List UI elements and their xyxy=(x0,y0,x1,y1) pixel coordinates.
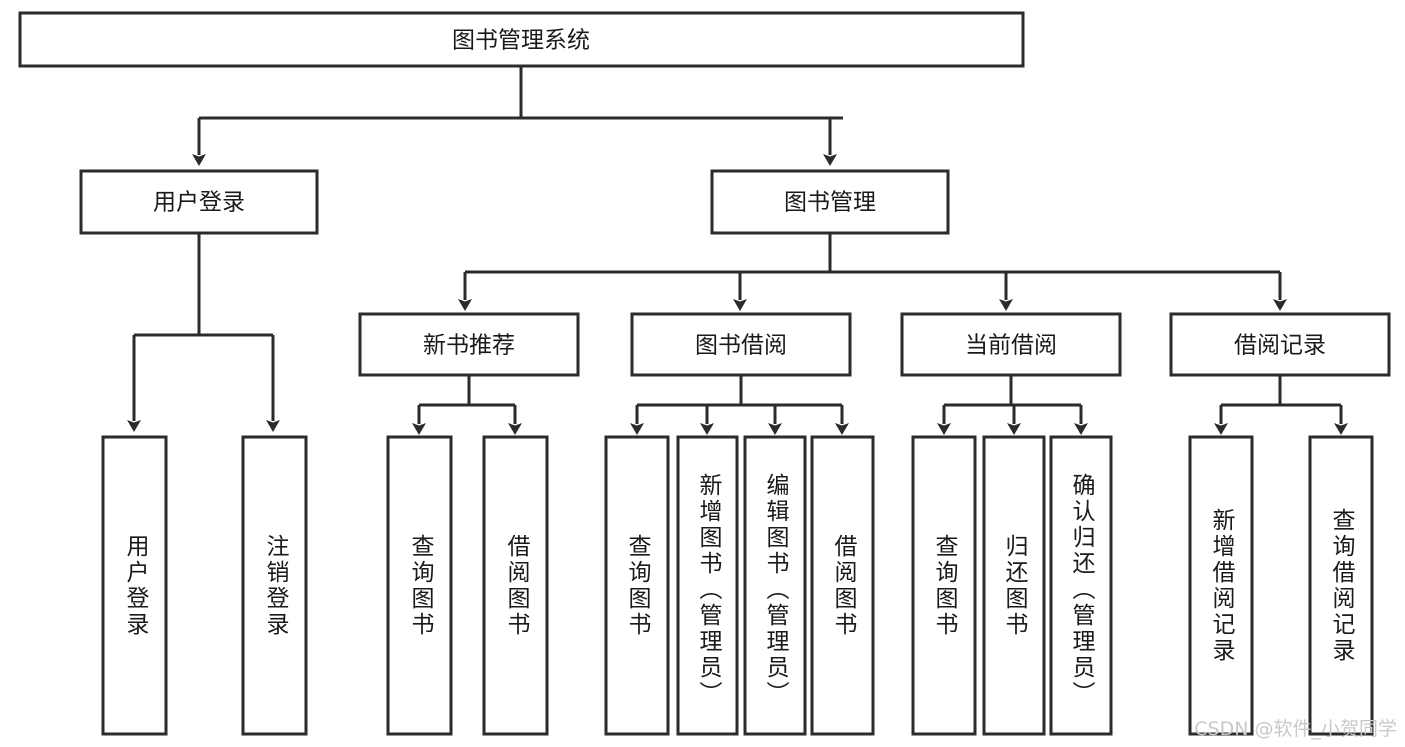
leaf-nbr-borrow-book[interactable]: 借阅图书 xyxy=(482,435,549,736)
node-borrow-record-box xyxy=(1169,312,1391,377)
connector-root-to-level2 xyxy=(192,66,843,166)
leaf-nbr-borrow-book-box xyxy=(482,435,549,736)
leaf-nbr-query-book-label: 查询图书 xyxy=(407,534,435,638)
leaf-br-query-record[interactable]: 查询借阅记录 xyxy=(1308,435,1374,736)
leaf-bb-edit-book-admin-label: 编辑图书（管理员） xyxy=(762,473,790,707)
leaf-br-add-record[interactable]: 新增借阅记录 xyxy=(1188,435,1254,736)
leaf-cb-return-book[interactable]: 归还图书 xyxy=(982,435,1046,736)
leaf-bb-edit-book-admin-box xyxy=(743,435,807,736)
leaf-logout-label: 注销登录 xyxy=(262,534,290,638)
node-book-management-label: 图书管理 xyxy=(784,190,876,216)
leaf-bb-add-book-admin-box xyxy=(676,435,739,736)
node-book-management-box xyxy=(710,169,950,235)
leaf-bb-query-book[interactable]: 查询图书 xyxy=(604,435,670,736)
connector-current-borrow-children xyxy=(937,375,1088,435)
leaf-nbr-borrow-book-label: 借阅图书 xyxy=(503,534,531,638)
connector-borrow-record-children xyxy=(1214,375,1348,435)
leaf-bb-borrow-book-box xyxy=(810,435,875,736)
node-root-label: 图书管理系统 xyxy=(452,28,590,54)
leaf-bb-add-book-admin-label: 新增图书（管理员） xyxy=(695,473,723,707)
leaf-br-add-record-box xyxy=(1188,435,1254,736)
leaf-br-add-record-label: 新增借阅记录 xyxy=(1208,508,1236,664)
node-new-book-recommend[interactable]: 新书推荐 xyxy=(358,312,580,377)
leaf-cb-query-book[interactable]: 查询图书 xyxy=(911,435,977,736)
leaf-bb-query-book-label: 查询图书 xyxy=(624,534,652,638)
leaf-user-login[interactable]: 用户登录 xyxy=(101,435,168,736)
node-current-borrow-label: 当前借阅 xyxy=(965,333,1057,359)
leaf-bb-add-book-admin[interactable]: 新增图书（管理员） xyxy=(676,435,739,736)
leaf-br-query-record-label: 查询借阅记录 xyxy=(1328,508,1356,664)
leaf-cb-query-book-label: 查询图书 xyxy=(931,534,959,638)
csdn-watermark: CSDN @软件_小贺同学 xyxy=(1194,718,1397,740)
leaf-bb-borrow-book-label: 借阅图书 xyxy=(830,534,858,638)
node-book-borrow-label: 图书借阅 xyxy=(695,333,787,359)
leaf-user-login-box xyxy=(101,435,168,736)
leaf-bb-edit-book-admin[interactable]: 编辑图书（管理员） xyxy=(743,435,807,736)
leaf-bb-borrow-book[interactable]: 借阅图书 xyxy=(810,435,875,736)
leaf-nbr-query-book[interactable]: 查询图书 xyxy=(386,435,453,736)
leaf-user-login-label: 用户登录 xyxy=(122,534,150,638)
node-book-borrow[interactable]: 图书借阅 xyxy=(630,312,852,377)
leaf-cb-query-book-box xyxy=(911,435,977,736)
leaf-logout-box xyxy=(241,435,308,736)
leaf-br-query-record-box xyxy=(1308,435,1374,736)
node-user-login-label: 用户登录 xyxy=(153,190,245,216)
node-borrow-record-label: 借阅记录 xyxy=(1234,333,1326,359)
leaf-cb-return-book-label: 归还图书 xyxy=(1001,534,1029,638)
node-borrow-record[interactable]: 借阅记录 xyxy=(1169,312,1391,377)
node-new-book-recommend-label: 新书推荐 xyxy=(423,333,515,359)
leaf-logout[interactable]: 注销登录 xyxy=(241,435,308,736)
node-current-borrow-box xyxy=(900,312,1122,377)
connector-new-book-rec-children xyxy=(412,375,522,435)
connector-book-mgmt-children xyxy=(458,233,1287,311)
node-book-management[interactable]: 图书管理 xyxy=(710,169,950,235)
node-root-box xyxy=(18,11,1025,68)
leaf-nbr-query-book-box xyxy=(386,435,453,736)
leaf-cb-confirm-return-admin-label: 确认归还（管理员） xyxy=(1068,473,1096,707)
connector-book-borrow-children xyxy=(630,375,849,435)
leaf-bb-query-book-box xyxy=(604,435,670,736)
leaf-cb-confirm-return-admin-box xyxy=(1049,435,1113,736)
node-user-login[interactable]: 用户登录 xyxy=(79,169,319,235)
leaf-cb-confirm-return-admin[interactable]: 确认归还（管理员） xyxy=(1049,435,1113,736)
node-new-book-recommend-box xyxy=(358,312,580,377)
node-user-login-box xyxy=(79,169,319,235)
node-root[interactable]: 图书管理系统 xyxy=(18,11,1025,68)
leaf-cb-return-book-box xyxy=(982,435,1046,736)
node-current-borrow[interactable]: 当前借阅 xyxy=(900,312,1122,377)
connector-user-login-children xyxy=(127,233,280,432)
node-book-borrow-box xyxy=(630,312,852,377)
